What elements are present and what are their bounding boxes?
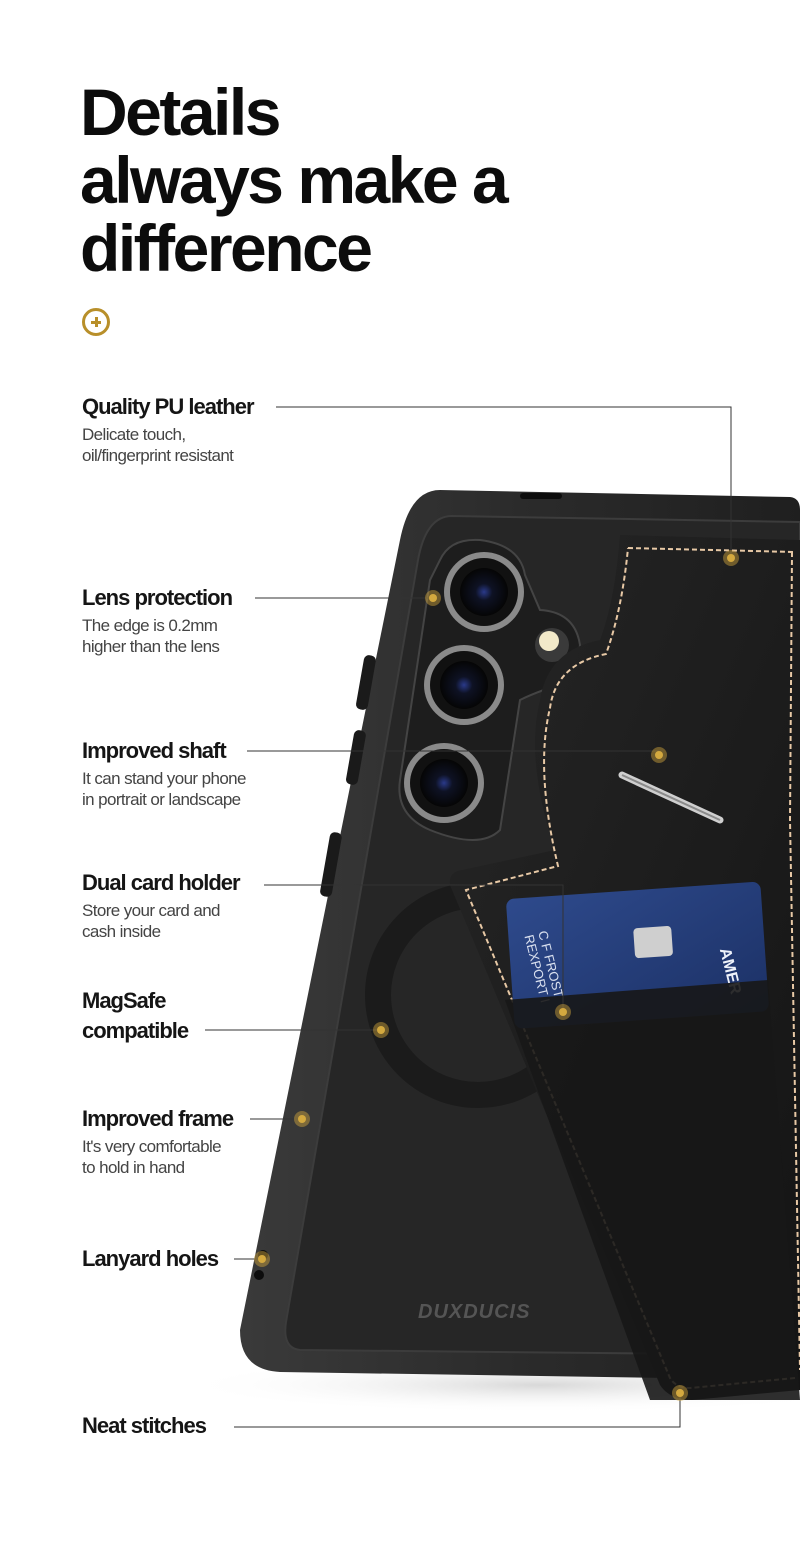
camera-lenses <box>404 552 569 823</box>
feature-title: MagSafe compatible <box>82 988 189 1043</box>
lanyard-hole-bottom <box>254 1270 264 1280</box>
headline-line-3: difference <box>80 211 373 285</box>
feature-improved-frame: Improved frame It's very comfortable to … <box>82 1105 234 1178</box>
feature-quality-pu-leather: Quality PU leather Delicate touch, oil/f… <box>82 393 255 466</box>
volume-up-button <box>356 655 376 710</box>
callout-lines <box>205 406 732 1428</box>
feature-title: Improved frame <box>82 1106 234 1131</box>
power-button <box>320 832 342 897</box>
feature-title: Neat stitches <box>82 1413 207 1438</box>
volume-down-button <box>346 730 366 785</box>
feature-title: Lanyard holes <box>82 1246 219 1271</box>
card-pocket <box>505 980 800 1400</box>
headline-line-1: Details <box>80 75 281 149</box>
feature-neat-stitches: Neat stitches <box>82 1412 207 1440</box>
feature-title: Improved shaft <box>82 738 227 763</box>
feature-improved-shaft: Improved shaft It can stand your phone i… <box>82 737 246 810</box>
feature-dual-card-holder: Dual card holder Store your card and cas… <box>82 869 241 942</box>
feature-lens-protection: Lens protection The edge is 0.2mm higher… <box>82 584 233 657</box>
callout-dots <box>254 550 739 1401</box>
stitch-line <box>464 547 800 1390</box>
feature-description: It's very comfortable to hold in hand <box>82 1137 222 1177</box>
plus-circle-icon[interactable] <box>82 308 110 336</box>
feature-title: Dual card holder <box>82 870 241 895</box>
feature-description: Delicate touch, oil/fingerprint resistan… <box>82 425 234 465</box>
brand-logo: DUXDUCIS <box>418 1301 530 1323</box>
feature-description: It can stand your phone in portrait or l… <box>82 769 246 809</box>
feature-lanyard-holes: Lanyard holes <box>82 1245 219 1273</box>
feature-title: Quality PU leather <box>82 394 255 419</box>
headline-line-2: always make a <box>80 143 509 217</box>
speaker-slot <box>520 493 562 499</box>
headline: Details always make a difference <box>80 75 509 285</box>
feature-title: Lens protection <box>82 585 233 610</box>
feature-description: The edge is 0.2mm higher than the lens <box>82 616 220 656</box>
feature-description: Store your card and cash inside <box>82 901 221 941</box>
feature-magsafe-compatible: MagSafe compatible <box>82 986 189 1046</box>
